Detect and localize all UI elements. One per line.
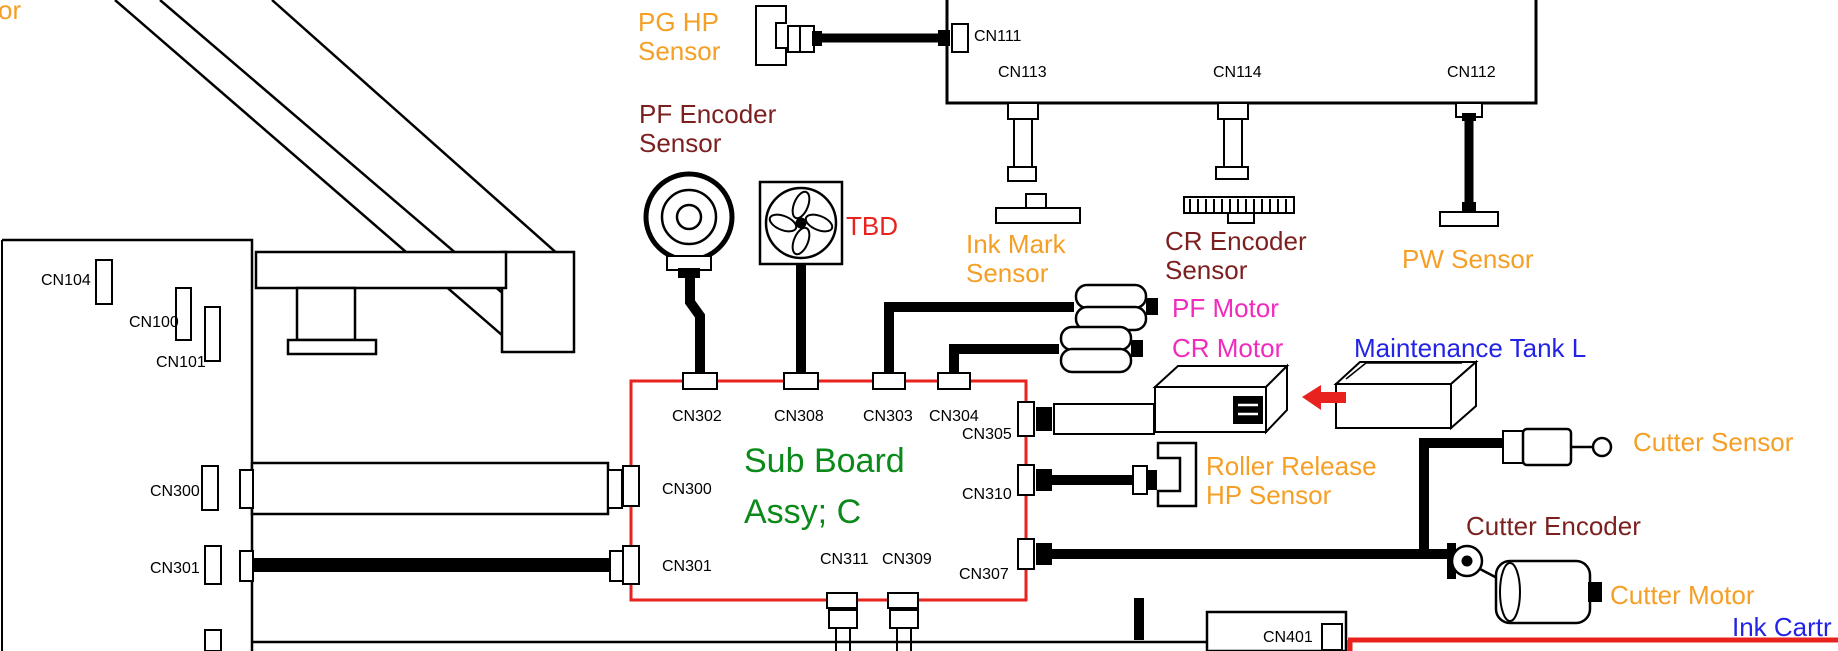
fan-icon (758, 180, 844, 266)
cn300-sub-connector (622, 465, 640, 507)
cutter-encoder-label: Cutter Encoder (1466, 511, 1641, 541)
cn114-label: CN114 (1213, 64, 1262, 81)
red-boundary-line (1347, 637, 1838, 651)
cn305-tank-assembly (1036, 363, 1290, 435)
pg-hp-sensor-label: PG HP Sensor (638, 8, 720, 65)
cn401-label: CN401 (1263, 629, 1313, 646)
cn113-ink-mark-sensor-shape (995, 102, 1081, 224)
roller-release-hp-sensor-label: Roller Release HP Sensor (1206, 451, 1377, 510)
sub-board-edge-connectors (622, 372, 1035, 651)
tbd-label: TBD (846, 211, 898, 241)
cr-motor-shape (1059, 325, 1143, 374)
cn300-ribbon-cable (239, 461, 623, 516)
red-arrow (1302, 385, 1346, 410)
cutter-sensor-shape (1502, 427, 1613, 467)
bottom-left-connector (204, 629, 222, 651)
cn112-label: CN112 (1447, 64, 1496, 81)
cn101-connector (204, 306, 221, 362)
pg-hp-line1: PG HP (638, 7, 719, 37)
connectors-and-devices (95, 5, 1613, 651)
roller-release-sensor-shape (1036, 441, 1198, 508)
pf-motor-shape (1074, 283, 1158, 332)
maintenance-tank-l-box (1333, 359, 1479, 431)
cn301-cable-caps (239, 550, 625, 582)
corner-label-fragment: or (0, 0, 22, 25)
cutter-motor-label: Cutter Motor (1610, 580, 1755, 610)
pf-motor-label: PF Motor (1172, 293, 1279, 323)
cn310-label: CN310 (962, 486, 1012, 503)
pf-encoder-icon (643, 171, 735, 278)
cn100-connector (175, 287, 192, 341)
pw-sensor-label: PW Sensor (1402, 244, 1534, 274)
cn401-box (1205, 610, 1348, 651)
cn305-label: CN305 (962, 426, 1012, 443)
pf-encoder-cable (685, 276, 705, 378)
cn307-label: CN307 (959, 566, 1009, 583)
cn111-label: CN111 (974, 28, 1022, 45)
cn303-pf-motor-cable (884, 302, 1074, 378)
cn112-pw-sensor-shape (1439, 102, 1499, 227)
cn301-main-label: CN301 (150, 560, 200, 577)
maintenance-tank-l-label: Maintenance Tank L (1354, 333, 1587, 363)
cn311-label: CN311 (820, 551, 869, 568)
cn301-sub-connector (622, 545, 640, 585)
cn104-connector (95, 259, 113, 305)
top-board-outline (945, 0, 1538, 105)
sub-board-label: Sub Board Assy; C (744, 442, 905, 531)
cn101-label: CN101 (156, 354, 206, 371)
cn307-connector (1017, 538, 1035, 570)
ink-cartridge-label: Ink Cartr (1732, 612, 1832, 642)
cr-motor-label: CR Motor (1172, 333, 1284, 363)
cn307-cable (1052, 438, 1502, 559)
cn308-connector (783, 372, 819, 390)
cn309-label: CN309 (882, 551, 932, 568)
cn300-main-label: CN300 (150, 483, 200, 500)
cn113-label: CN113 (998, 64, 1047, 81)
cn307-plug (1036, 543, 1052, 565)
ink-mark-sensor-label: Ink Mark Sensor (966, 229, 1066, 288)
cn111-connector (938, 23, 969, 53)
cn301-sub-label: CN301 (662, 558, 712, 575)
machine-frame-outline (114, 0, 576, 356)
cn100-label: CN100 (129, 314, 179, 331)
cn302-connector (682, 372, 718, 390)
cn309-connector (887, 592, 919, 609)
cn114-cr-encoder-shape (1183, 102, 1295, 224)
cn304-connector (937, 372, 971, 390)
cn310-connector (1017, 464, 1035, 496)
pg-hp-sensor-shape (755, 5, 822, 66)
cutter-sensor-label: Cutter Sensor (1633, 427, 1794, 457)
cn304-label: CN304 (929, 408, 979, 425)
cn304-cr-motor-cable (949, 344, 1059, 378)
cn311-connector (826, 592, 858, 609)
cn308-label: CN308 (774, 408, 824, 425)
pf-encoder-sensor-label: PF Encoder Sensor (639, 99, 777, 158)
cables (252, 33, 1502, 640)
cn300-sub-label: CN300 (662, 481, 712, 498)
cr-encoder-sensor-label: CR Encoder Sensor (1165, 226, 1307, 285)
cn302-label: CN302 (672, 408, 722, 425)
cn303-label: CN303 (863, 408, 913, 425)
cn300-main-connector (201, 465, 219, 511)
cn104-label: CN104 (41, 272, 91, 289)
cutter-encoder-shape (1447, 543, 1500, 581)
cn303-connector (872, 372, 906, 390)
pg-hp-line2: Sensor (638, 35, 721, 66)
red-marks (1302, 385, 1838, 651)
cutter-motor-shape (1494, 559, 1602, 625)
cn301-main-connector (204, 545, 222, 585)
cn305-connector (1017, 401, 1035, 437)
